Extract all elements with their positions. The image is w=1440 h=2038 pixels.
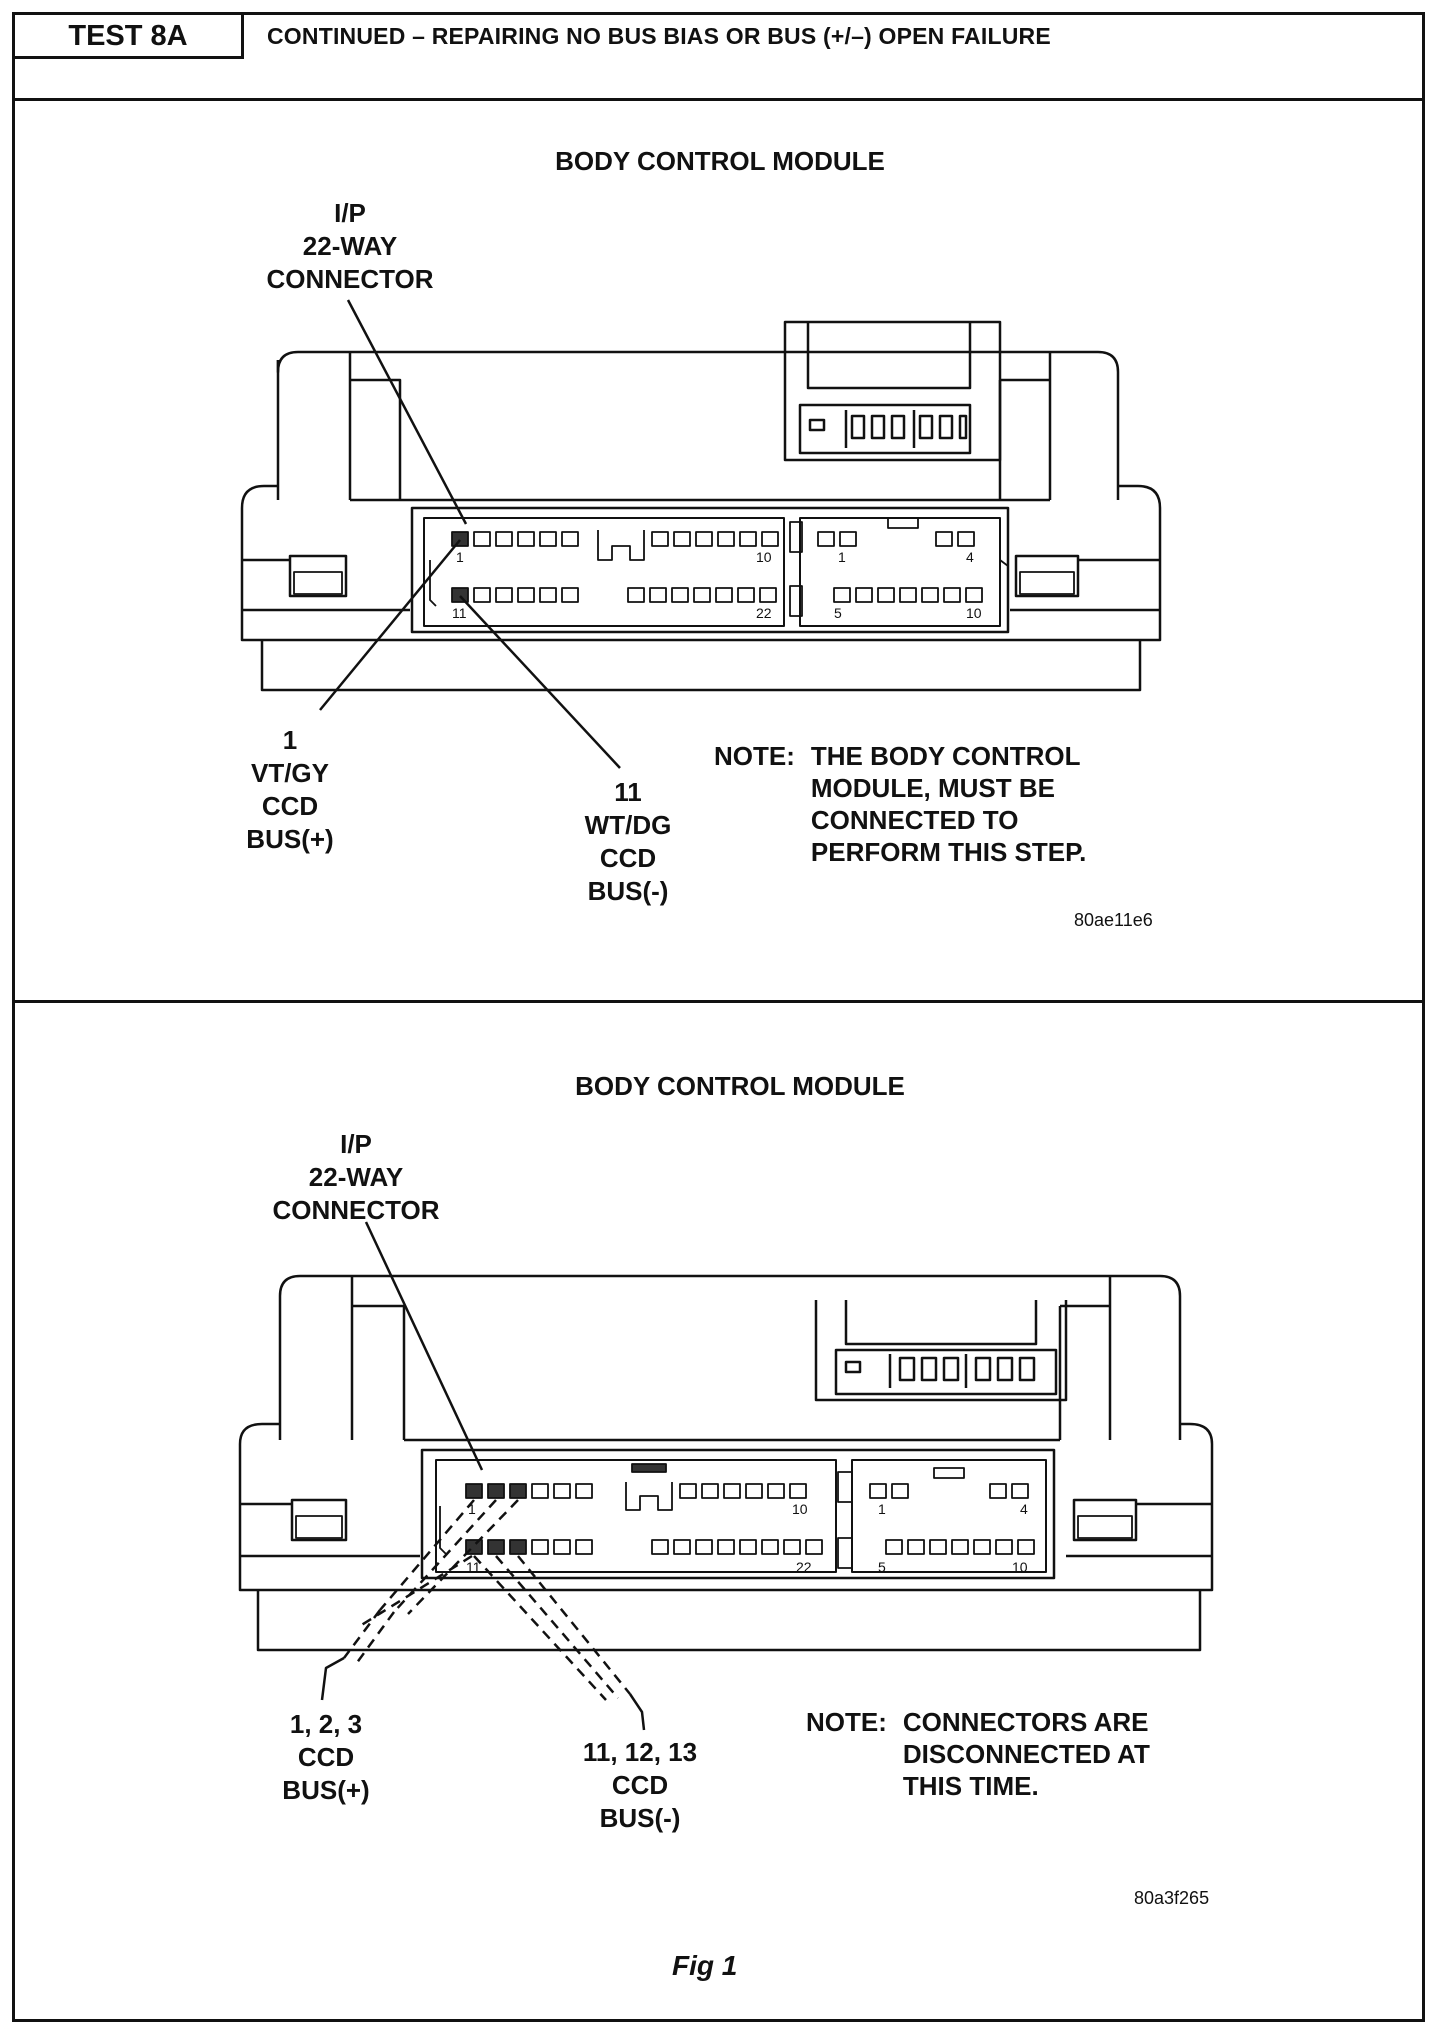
- bottom-aux-connector: [814, 1300, 1068, 1402]
- top-image-code: 80ae11e6: [1074, 910, 1153, 930]
- top-bus-minus-callout: 11 WT/DG CCD BUS(-): [584, 777, 672, 906]
- bottom-module-housing: [238, 1274, 1214, 1652]
- bottom-image-code: 80a3f265: [1134, 1888, 1210, 1908]
- bottom-b-pin-1: 1: [878, 1501, 886, 1517]
- figure-caption: Fig 1: [672, 1950, 738, 1981]
- top-pin-22: 22: [756, 605, 772, 621]
- top-b-pin-4: 4: [966, 549, 974, 565]
- top-pin-1: 1: [456, 549, 464, 565]
- top-module-housing: [240, 350, 1162, 692]
- header-title: CONTINUED – REPAIRING NO BUS BIAS OR BUS…: [267, 23, 1051, 49]
- bottom-pin-1: 1: [468, 1501, 476, 1517]
- bottom-connector-label: I/P 22-WAY CONNECTOR: [272, 1129, 440, 1225]
- top-pin-10: 10: [756, 549, 772, 565]
- bottom-bus-minus-callout: 11, 12, 13 CCD BUS(-): [582, 1737, 698, 1833]
- top-bus-plus-callout: 1 VT/GY CCD BUS(+): [246, 725, 334, 854]
- bottom-probe-wires-dashed: [343, 1499, 631, 1701]
- bottom-note: NOTE: CONNECTORS ARE DISCONNECTED AT THI…: [806, 1707, 1150, 1801]
- bottom-b-pin-4: 4: [1020, 1501, 1028, 1517]
- bottom-b-pin-10: 10: [1012, 1559, 1028, 1575]
- bottom-leader-lines: [364, 1221, 484, 1471]
- bottom-connector-cavities: [439, 1463, 1035, 1555]
- bottom-22-way-connector: [420, 1448, 1056, 1580]
- bottom-bus-plus-callout: 1, 2, 3 CCD BUS(+): [282, 1709, 370, 1805]
- page-header: TEST 8A CONTINUED – REPAIRING NO BUS BIA…: [15, 15, 1422, 101]
- bottom-pin-10: 10: [792, 1501, 808, 1517]
- top-connector-label: I/P 22-WAY CONNECTOR: [266, 198, 434, 294]
- top-connector-cavities: [429, 517, 1009, 607]
- bottom-b-pin-5: 5: [878, 1559, 886, 1575]
- top-aux-connector: [783, 320, 1002, 462]
- top-pin-11: 11: [452, 605, 467, 621]
- top-b-pin-5: 5: [834, 605, 842, 621]
- bottom-pin-11: 11: [466, 1559, 481, 1575]
- test-id: TEST 8A: [15, 15, 244, 59]
- page-frame: TEST 8A CONTINUED – REPAIRING NO BUS BIA…: [12, 12, 1425, 2022]
- panel-divider: [15, 1000, 1422, 1003]
- top-b-pin-1: 1: [838, 549, 846, 565]
- top-note: NOTE: THE BODY CONTROL MODULE, MUST BE C…: [714, 741, 1087, 867]
- top-b-pin-10: 10: [966, 605, 982, 621]
- bottom-callout-leaders: [320, 1656, 646, 1731]
- bottom-pin-22: 22: [796, 1559, 812, 1575]
- top-panel-title: BODY CONTROL MODULE: [555, 146, 885, 176]
- top-leader-lines: [319, 299, 621, 769]
- bottom-panel-title: BODY CONTROL MODULE: [575, 1071, 905, 1101]
